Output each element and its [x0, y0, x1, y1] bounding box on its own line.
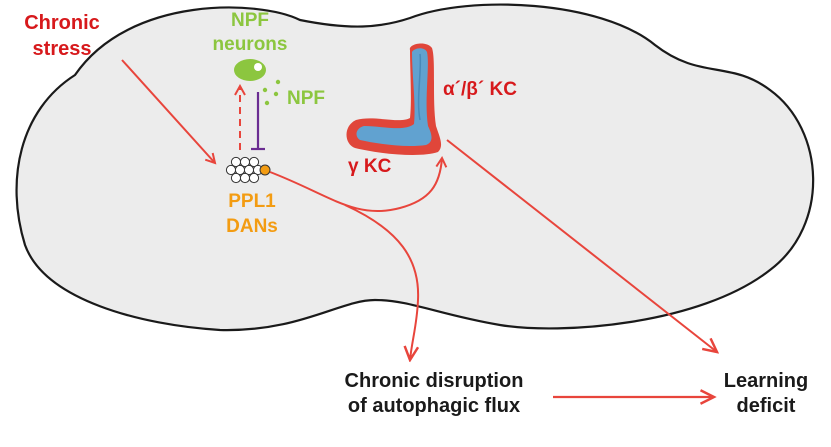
- npf-neurons-label-line2: neurons: [213, 34, 288, 55]
- npf-neurons-label-line1: NPF: [231, 10, 269, 31]
- npf-peptide-label: NPF: [287, 88, 325, 109]
- learning-deficit-label-line1: Learning: [724, 370, 808, 392]
- ppl1-label-line2: DANs: [226, 216, 278, 237]
- brain-outline: [15, 3, 815, 332]
- ppl1-highlight-neuron: [259, 164, 271, 176]
- learning-deficit-label-line2: deficit: [737, 395, 796, 417]
- npf-neuron-body: [234, 59, 266, 81]
- ppl1-label-line1: PPL1: [228, 191, 276, 212]
- ppl1-dan-cluster: [225, 156, 264, 184]
- disruption-label-line2: of autophagic flux: [348, 395, 520, 417]
- ppl1-to-disruption-arrow: [344, 204, 418, 360]
- gamma-kc-label: γ KC: [348, 156, 392, 177]
- npf-neuron-nucleus: [254, 63, 262, 71]
- npf-inhibition-line: [251, 92, 265, 151]
- ppl1-to-kc-arrow: [269, 158, 442, 213]
- chronic-stress-label-line2: stress: [33, 38, 92, 60]
- disruption-label-line1: Chronic disruption: [345, 370, 524, 392]
- alpha-beta-kc-label: α´/β´ KC: [443, 79, 517, 100]
- stress-to-ppl1-arrow: [121, 59, 215, 163]
- kc-to-learning-arrow: [446, 139, 717, 352]
- mushroom-body: [346, 43, 442, 155]
- npf-peptide-dots: [262, 79, 281, 106]
- chronic-stress-label-line1: Chronic: [24, 12, 100, 34]
